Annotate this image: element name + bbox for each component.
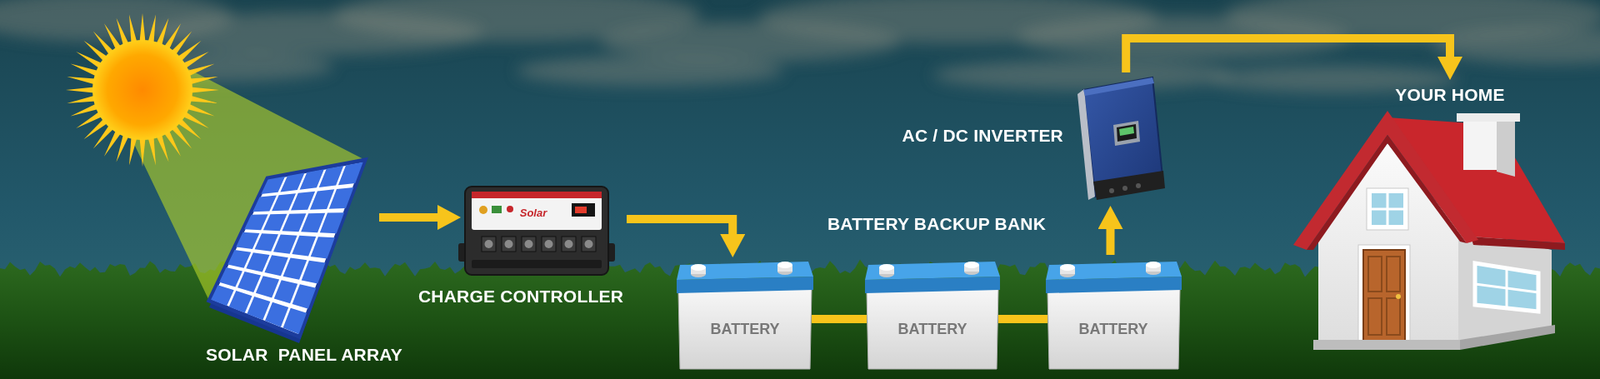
clouds [0,0,1600,93]
battery-label: BATTERY [898,320,968,339]
house-picture [1293,110,1565,350]
flow-arrow [1106,229,1115,255]
component-label: YOUR HOME [1395,85,1505,105]
solar-panel-array: SOLAR PANEL ARRAY [208,158,371,338]
battery: BATTERY [676,260,814,370]
flow-arrow [1125,38,1450,73]
charge-controller: CHARGE CONTROLLER [464,185,610,278]
battery-label: BATTERY [1079,320,1149,339]
sun [65,13,220,167]
inverter: AC / DC INVERTER [1078,79,1165,196]
component-label: SOLAR PANEL ARRAY [205,345,403,365]
inverter-picture [1077,77,1165,200]
home: YOUR HOME [1333,81,1567,352]
battery-pictures [676,261,1182,370]
flow-arrow [379,213,438,222]
solar-panel-picture [209,160,365,344]
battery-link [811,315,867,324]
battery-link [998,315,1048,324]
battery: BATTERY [865,260,1000,370]
component-label: CHARGE CONTROLLER [418,286,624,307]
brand-label: Solar [520,207,548,220]
battery-label: BATTERY [710,320,780,339]
charge-controller-picture [458,186,615,275]
battery: BATTERY [1045,260,1182,370]
group-label: BATTERY BACKUP BANK [827,214,1046,235]
flow-arrow [626,219,733,235]
component-label: AC / DC INVERTER [902,125,1064,146]
